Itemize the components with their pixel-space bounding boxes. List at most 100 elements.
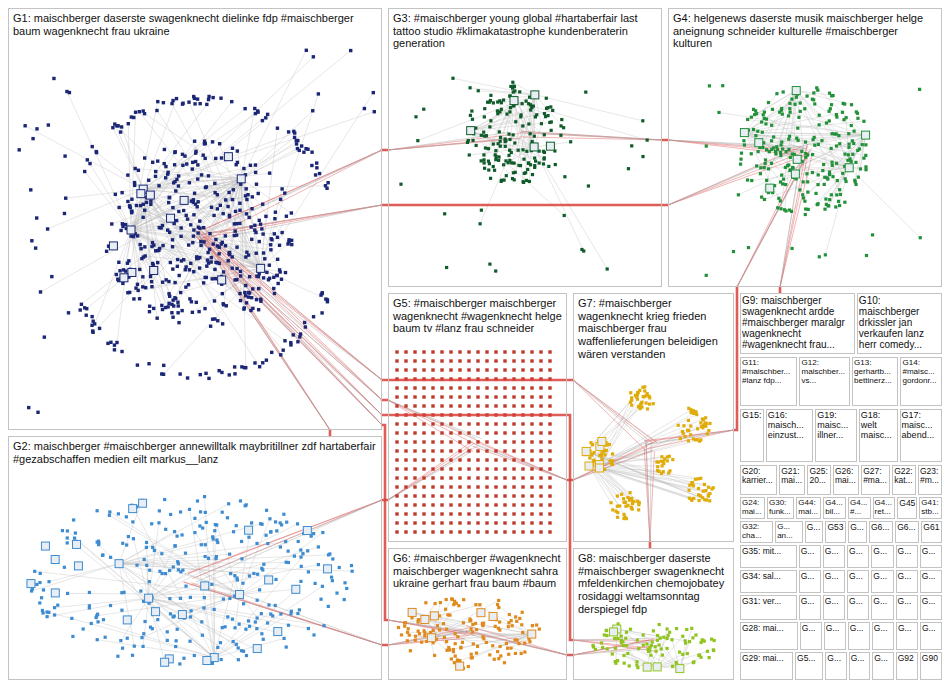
account-dot (540, 122, 543, 125)
account-dot (63, 212, 66, 215)
account-dot (431, 422, 434, 425)
account-dot (138, 268, 141, 271)
account-dot (233, 372, 236, 375)
network-edge (164, 268, 261, 374)
network-edge (196, 162, 261, 269)
account-dot (207, 377, 210, 380)
account-dot (449, 512, 452, 515)
account-dot (91, 145, 94, 148)
account-dot (606, 267, 609, 270)
bundle-line (388, 400, 477, 445)
account-dot (563, 175, 566, 178)
account-dot (169, 261, 172, 264)
account-dot (46, 227, 49, 230)
account-dot (527, 122, 530, 125)
account-dot (214, 157, 217, 160)
network-edge (131, 230, 168, 307)
account-dot (833, 132, 836, 135)
account-dot (522, 158, 525, 161)
account-dot (120, 191, 123, 194)
account-dot (235, 222, 238, 225)
account-dot (431, 494, 434, 497)
account-dot (231, 147, 234, 150)
account-dot (163, 162, 166, 165)
account-dot (404, 485, 407, 488)
account-dot (265, 358, 268, 361)
account-dot (830, 161, 833, 164)
network-edge (143, 99, 176, 190)
account-dot (511, 81, 514, 84)
account-dot (498, 130, 501, 133)
account-dot (756, 130, 759, 133)
account-dot (705, 144, 708, 147)
network-edge (121, 598, 149, 640)
account-dot (136, 283, 139, 286)
account-dot (820, 139, 823, 142)
account-dot (259, 222, 262, 225)
account-dot (721, 84, 724, 87)
account-dot (95, 150, 98, 153)
account-dot (276, 236, 279, 239)
bundle-line (780, 153, 801, 287)
account-dot (395, 359, 398, 362)
account-dot (765, 148, 768, 151)
account-dot (395, 431, 398, 434)
network-edge (115, 124, 143, 189)
account-dot (850, 124, 853, 127)
bundle-line (521, 131, 662, 140)
account-dot (440, 350, 443, 353)
account-dot (206, 258, 209, 261)
account-dot (203, 157, 206, 160)
account-dot (198, 102, 201, 105)
account-dot (404, 476, 407, 479)
account-dot (175, 219, 178, 222)
account-dot (828, 198, 831, 201)
network-edge (534, 108, 548, 147)
network-edge (143, 133, 294, 189)
account-dot (750, 179, 753, 182)
account-dot (278, 244, 281, 247)
account-dot (250, 207, 253, 210)
account-dot (787, 163, 790, 166)
account-dot (147, 362, 150, 365)
account-dot (519, 113, 522, 116)
account-dot (209, 325, 212, 328)
network-edge (119, 524, 261, 564)
account-dot (584, 90, 587, 93)
account-dot (513, 141, 516, 144)
account-dot (422, 440, 425, 443)
network-edge (241, 141, 298, 179)
profile-icon (862, 131, 870, 139)
profile-icon (257, 264, 265, 272)
account-dot (207, 174, 210, 177)
account-dot (293, 136, 296, 139)
account-dot (770, 139, 773, 142)
bundle-line (780, 156, 812, 287)
network-edge (214, 592, 295, 658)
account-dot (205, 103, 208, 106)
account-dot (303, 321, 306, 324)
bundle-line (185, 573, 382, 645)
account-dot (413, 440, 416, 443)
account-dot (499, 145, 502, 148)
account-dot (488, 263, 491, 266)
network-edge (149, 523, 159, 598)
account-dot (235, 245, 238, 248)
account-dot (162, 364, 165, 367)
account-dot (480, 159, 483, 162)
account-dot (395, 395, 398, 398)
account-dot (413, 530, 416, 533)
account-dot (770, 124, 773, 127)
account-dot (212, 242, 215, 245)
account-dot (740, 152, 743, 155)
account-dot (440, 404, 443, 407)
account-dot (312, 55, 315, 58)
account-dot (630, 144, 633, 147)
network-edge (412, 612, 532, 634)
account-dot (440, 440, 443, 443)
account-dot (546, 114, 549, 117)
account-dot (90, 324, 93, 327)
network-edge (534, 147, 607, 269)
account-dot (283, 339, 286, 342)
account-dot (110, 222, 113, 225)
